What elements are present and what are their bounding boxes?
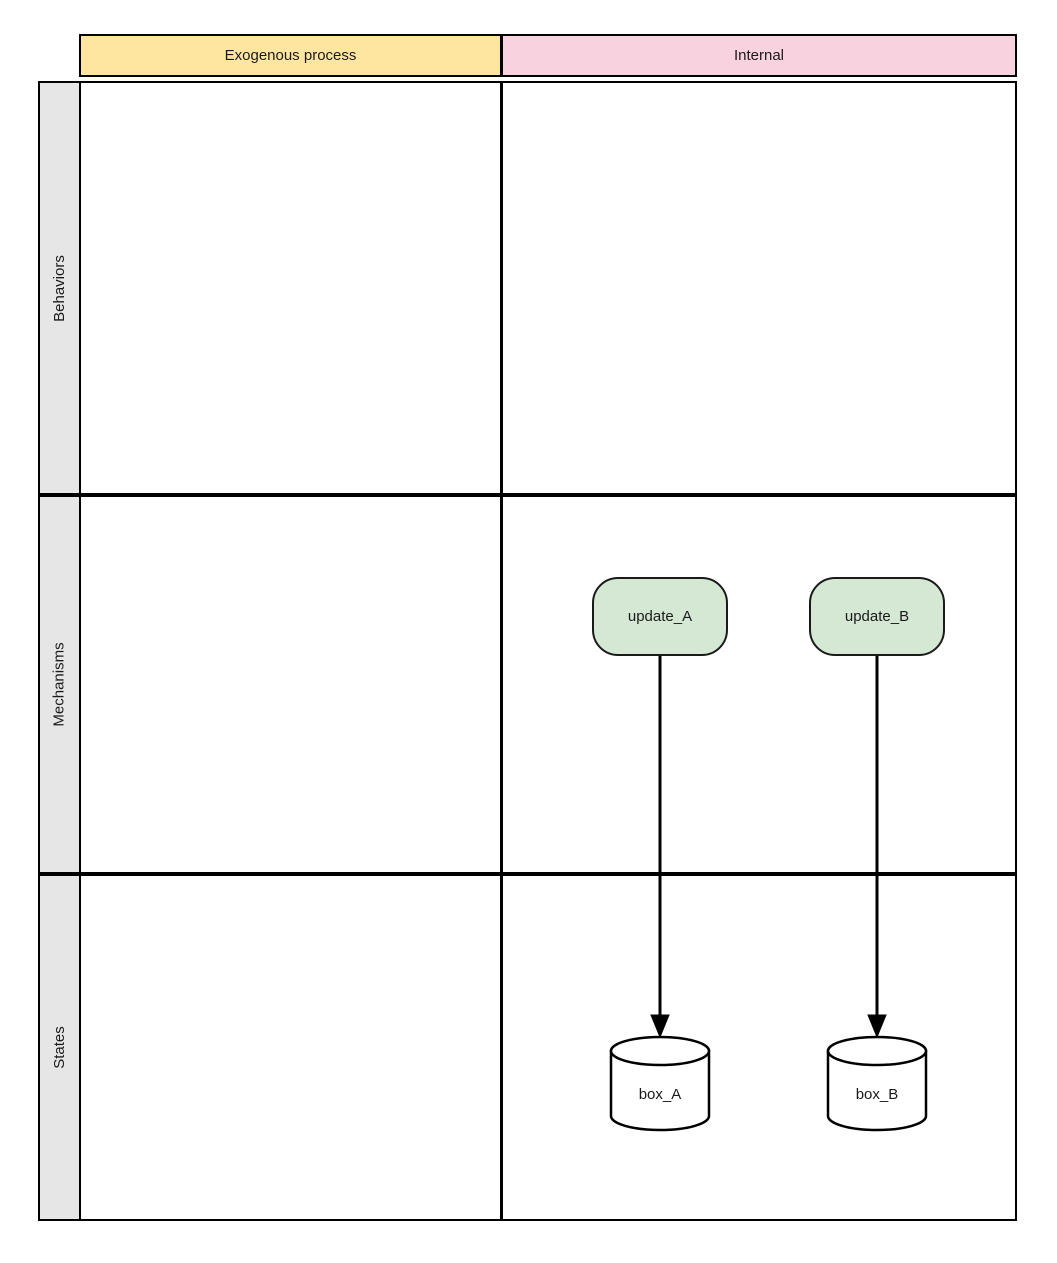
node-box-b-label: box_B — [855, 1086, 899, 1103]
node-box-a[interactable]: box_A — [609, 1035, 711, 1132]
column-header-internal-label: Internal — [733, 47, 785, 64]
lane-cell-behaviors-exogenous[interactable] — [79, 81, 502, 495]
lane-cell-mechanisms-internal[interactable] — [501, 495, 1017, 874]
lane-cell-mechanisms-exogenous[interactable] — [79, 495, 502, 874]
column-header-exogenous-process-label: Exogenous process — [224, 47, 357, 64]
node-update-a[interactable]: update_A — [592, 577, 728, 656]
lane-cell-behaviors-internal[interactable] — [501, 81, 1017, 495]
node-update-a-label: update_A — [627, 608, 693, 625]
row-label-behaviors[interactable]: Behaviors — [38, 81, 81, 495]
node-box-a-label: box_A — [638, 1086, 682, 1103]
node-update-b[interactable]: update_B — [809, 577, 945, 656]
node-box-b[interactable]: box_B — [826, 1035, 928, 1132]
column-header-exogenous-process[interactable]: Exogenous process — [79, 34, 502, 77]
lane-cell-states-exogenous[interactable] — [79, 874, 502, 1221]
column-header-internal[interactable]: Internal — [501, 34, 1017, 77]
lane-cell-states-internal[interactable] — [501, 874, 1017, 1221]
row-label-mechanisms[interactable]: Mechanisms — [38, 495, 81, 874]
node-update-b-label: update_B — [844, 608, 910, 625]
